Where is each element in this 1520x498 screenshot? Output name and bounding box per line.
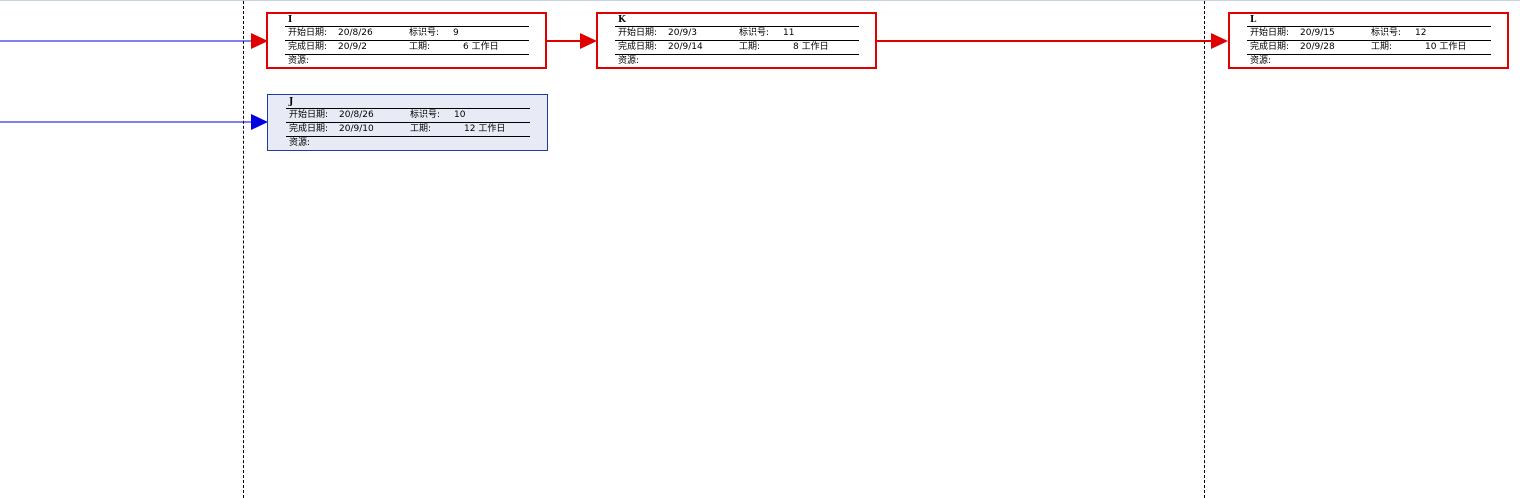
task-name: J <box>286 96 530 109</box>
duration-label: 工期: <box>739 42 761 52</box>
duration-unit: 工作日 <box>801 42 829 52</box>
start-date: 20/8/26 <box>338 28 373 38</box>
arrow-head-icon <box>1211 33 1228 49</box>
finish-row: 完成日期: 20/9/28 工期: 10 工作日 <box>1247 41 1491 55</box>
id-value: 9 <box>453 28 459 38</box>
finish-date: 20/9/10 <box>339 124 374 134</box>
id-value: 11 <box>783 28 795 38</box>
resource-row: 资源: <box>285 55 529 68</box>
page-break-line <box>1204 1 1205 498</box>
task-name: L <box>1247 14 1491 27</box>
start-label: 开始日期: <box>289 110 329 120</box>
start-row: 开始日期: 20/9/3 标识号: 11 <box>615 27 859 41</box>
start-row: 开始日期: 20/8/26 标识号: 10 <box>286 109 530 123</box>
id-label: 标识号: <box>410 110 441 120</box>
start-date: 20/9/3 <box>668 28 697 38</box>
duration-number: 12 <box>464 124 476 134</box>
duration-unit: 工作日 <box>1439 42 1467 52</box>
start-label: 开始日期: <box>1250 28 1290 38</box>
id-label: 标识号: <box>1371 28 1402 38</box>
duration-value: 8 工作日 <box>793 41 829 54</box>
finish-row: 完成日期: 20/9/2 工期: 6 工作日 <box>285 41 529 55</box>
duration-value: 12 工作日 <box>464 123 505 136</box>
arrow-head-icon <box>580 33 597 49</box>
duration-number: 6 <box>463 42 469 52</box>
finish-date: 20/9/28 <box>1300 42 1335 52</box>
task-name: K <box>615 14 859 27</box>
task-name: I <box>285 14 529 27</box>
finish-date: 20/9/2 <box>338 42 367 52</box>
finish-label: 完成日期: <box>618 42 658 52</box>
task-node-l[interactable]: L 开始日期: 20/9/15 标识号: 12 完成日期: 20/9/28 工期… <box>1228 12 1509 69</box>
resource-label: 资源: <box>288 56 310 66</box>
resource-label: 资源: <box>1250 56 1272 66</box>
duration-unit: 工作日 <box>471 42 499 52</box>
id-label: 标识号: <box>409 28 440 38</box>
finish-date: 20/9/14 <box>668 42 703 52</box>
duration-value: 10 工作日 <box>1425 41 1466 54</box>
arrow-head-icon <box>251 33 268 49</box>
start-row: 开始日期: 20/9/15 标识号: 12 <box>1247 27 1491 41</box>
link-i-to-k[interactable] <box>547 33 597 49</box>
resource-label: 资源: <box>618 56 640 66</box>
finish-row: 完成日期: 20/9/14 工期: 8 工作日 <box>615 41 859 55</box>
start-label: 开始日期: <box>618 28 658 38</box>
finish-label: 完成日期: <box>1250 42 1290 52</box>
task-node-j[interactable]: J 开始日期: 20/8/26 标识号: 10 完成日期: 20/9/10 工期… <box>267 94 548 151</box>
duration-number: 10 <box>1425 42 1437 52</box>
start-row: 开始日期: 20/8/26 标识号: 9 <box>285 27 529 41</box>
link-k-to-l[interactable] <box>877 33 1228 49</box>
resource-row: 资源: <box>615 55 859 68</box>
finish-label: 完成日期: <box>288 42 328 52</box>
link-into-j[interactable] <box>0 114 268 130</box>
start-date: 20/8/26 <box>339 110 374 120</box>
duration-value: 6 工作日 <box>463 41 499 54</box>
id-label: 标识号: <box>739 28 770 38</box>
finish-label: 完成日期: <box>289 124 329 134</box>
task-node-body: K 开始日期: 20/9/3 标识号: 11 完成日期: 20/9/14 工期:… <box>615 14 859 68</box>
duration-label: 工期: <box>409 42 431 52</box>
duration-unit: 工作日 <box>478 124 506 134</box>
resource-label: 资源: <box>289 138 311 148</box>
id-value: 10 <box>454 110 466 120</box>
finish-row: 完成日期: 20/9/10 工期: 12 工作日 <box>286 123 530 137</box>
duration-label: 工期: <box>1371 42 1393 52</box>
duration-label: 工期: <box>410 124 432 134</box>
task-node-body: L 开始日期: 20/9/15 标识号: 12 完成日期: 20/9/28 工期… <box>1247 14 1491 68</box>
task-node-body: J 开始日期: 20/8/26 标识号: 10 完成日期: 20/9/10 工期… <box>286 96 530 150</box>
resource-row: 资源: <box>1247 55 1491 68</box>
task-node-i[interactable]: I 开始日期: 20/8/26 标识号: 9 完成日期: 20/9/2 工期: … <box>266 12 547 69</box>
resource-row: 资源: <box>286 137 530 150</box>
task-node-k[interactable]: K 开始日期: 20/9/3 标识号: 11 完成日期: 20/9/14 工期:… <box>596 12 877 69</box>
id-value: 12 <box>1415 28 1427 38</box>
start-label: 开始日期: <box>288 28 328 38</box>
task-node-body: I 开始日期: 20/8/26 标识号: 9 完成日期: 20/9/2 工期: … <box>285 14 529 68</box>
duration-number: 8 <box>793 42 799 52</box>
start-date: 20/9/15 <box>1300 28 1335 38</box>
arrow-head-icon <box>251 114 268 130</box>
page-break-line <box>243 1 244 498</box>
link-into-i[interactable] <box>0 33 268 49</box>
